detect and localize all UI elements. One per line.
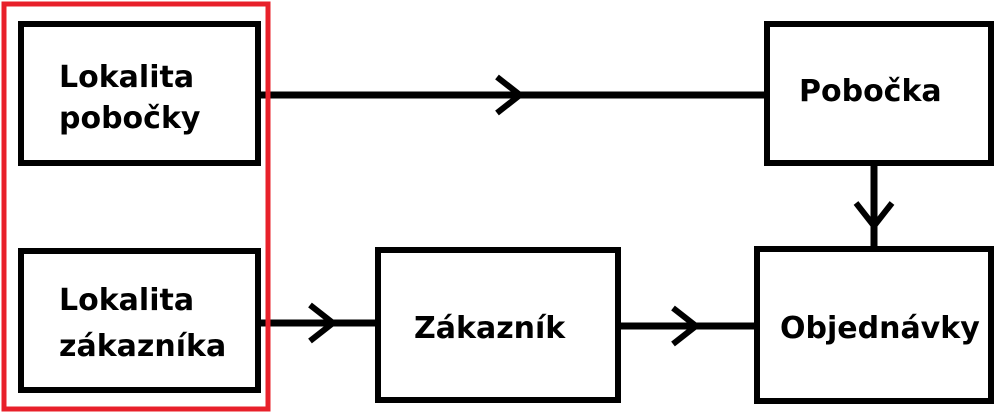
- arrowhead-down-icon: [853, 201, 895, 231]
- node-zakaznik[interactable]: Zákazník: [375, 247, 621, 403]
- arrowhead-right-icon: [308, 302, 338, 344]
- node-pobocka[interactable]: Pobočka: [764, 21, 994, 166]
- node-objednavky[interactable]: Objednávky: [754, 246, 994, 404]
- node-label-line1: Lokalita: [59, 283, 194, 318]
- node-lokalita-pobocky[interactable]: Lokalita pobočky: [18, 21, 261, 166]
- node-label-line2: pobočky: [59, 101, 201, 136]
- node-lokalita-zakaznika[interactable]: Lokalita zákazníka: [18, 248, 261, 393]
- arrowhead-right-icon: [495, 74, 525, 116]
- node-label: Zákazník: [414, 311, 566, 346]
- node-label: Pobočka: [799, 74, 942, 109]
- node-label: Objednávky: [780, 311, 980, 346]
- arrowhead-right-icon: [671, 305, 701, 347]
- node-label-line1: Lokalita: [59, 60, 194, 95]
- highlight-frame: [1, 1, 271, 412]
- node-label-line2: zákazníka: [59, 329, 226, 364]
